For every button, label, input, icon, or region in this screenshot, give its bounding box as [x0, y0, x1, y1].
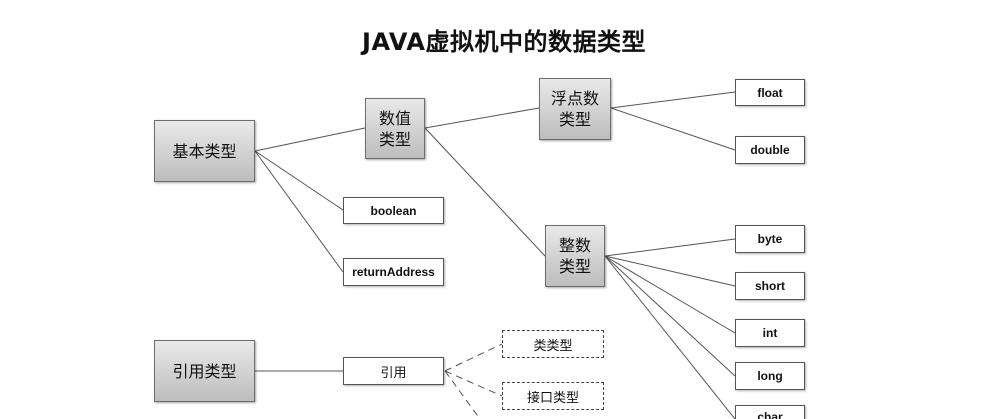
leaf-return-address: returnAddress: [343, 258, 444, 286]
link-primitive-returnaddress: [254, 150, 344, 273]
node-integer-types: 整数 类型: [545, 225, 605, 287]
node-reference-types: 引用类型: [154, 340, 255, 402]
link-numeric-float-type: [424, 107, 540, 129]
link-floattype-double: [610, 107, 736, 151]
link-integertype-short: [604, 255, 736, 287]
leaf-double: double: [735, 136, 805, 164]
link-ref-arraytype: [444, 370, 481, 419]
link-integertype-char: [604, 255, 736, 419]
diagram-title: JAVA虚拟机中的数据类型: [362, 28, 646, 56]
node-floating-point-types: 浮点数 类型: [539, 78, 611, 140]
node-primitive-types: 基本类型: [154, 120, 255, 182]
leaf-boolean: boolean: [343, 197, 444, 224]
link-primitive-numeric: [254, 127, 366, 152]
link-integertype-int: [604, 255, 736, 334]
node-reference: 引用: [343, 357, 444, 385]
node-interface-type: 接口类型: [502, 382, 604, 410]
leaf-float: float: [735, 79, 805, 106]
leaf-char: char: [735, 405, 805, 419]
leaf-byte: byte: [735, 225, 805, 253]
link-integertype-long: [604, 255, 736, 377]
node-class-type: 类类型: [502, 330, 604, 358]
leaf-int: int: [735, 319, 805, 347]
link-ref-interfacetype: [444, 370, 503, 397]
link-numeric-integer-type: [424, 127, 546, 257]
node-numeric-types: 数值 类型: [365, 98, 425, 159]
link-floattype-float: [610, 91, 736, 109]
leaf-long: long: [735, 362, 805, 390]
link-primitive-boolean: [254, 150, 344, 211]
link-ref-classtype: [444, 343, 503, 372]
link-integertype-byte: [604, 238, 736, 257]
leaf-short: short: [735, 272, 805, 300]
